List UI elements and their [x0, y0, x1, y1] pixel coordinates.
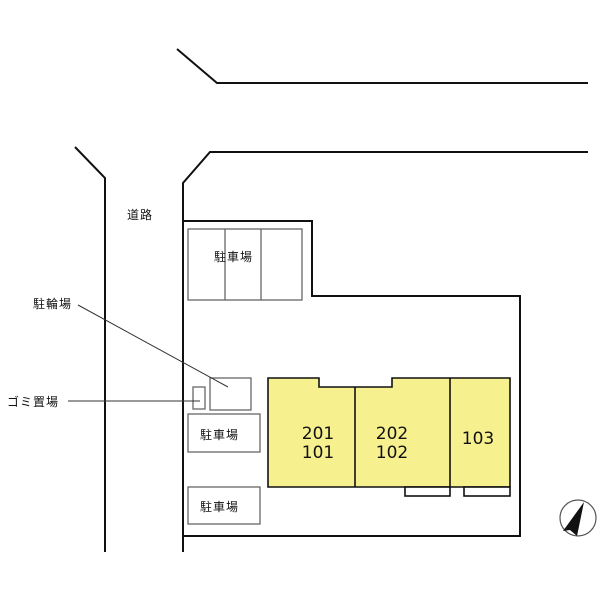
bicycle-leader [77, 304, 229, 388]
unit-number: 103 [461, 429, 495, 449]
parking-bottom-label: 駐車場 [200, 500, 240, 514]
road-lines [74, 48, 588, 552]
unit-number-lower: 101 [301, 443, 335, 463]
north-arrow-icon [559, 499, 597, 537]
bicycle-parking-label: 駐輪場 [33, 297, 73, 311]
unit-201-101: 201 101 [292, 425, 344, 463]
parking-mid-label: 駐車場 [200, 428, 240, 442]
lot-boundary [183, 220, 521, 537]
bicycle-parking-area [209, 377, 252, 411]
unit-number-upper: 202 [375, 424, 409, 444]
parking-mid [187, 413, 261, 453]
parking-top-label: 駐車場 [214, 250, 254, 264]
building [267, 377, 511, 497]
garbage-area [192, 386, 206, 410]
road-label: 道路 [127, 208, 154, 222]
unit-202-102: 202 102 [366, 425, 418, 463]
parking-top [187, 228, 303, 301]
parking-bottom [187, 486, 261, 525]
unit-number-lower: 102 [375, 443, 409, 463]
garbage-label: ゴミ置場 [7, 395, 60, 409]
unit-number-upper: 201 [301, 424, 335, 444]
unit-103: 103 [452, 430, 504, 449]
